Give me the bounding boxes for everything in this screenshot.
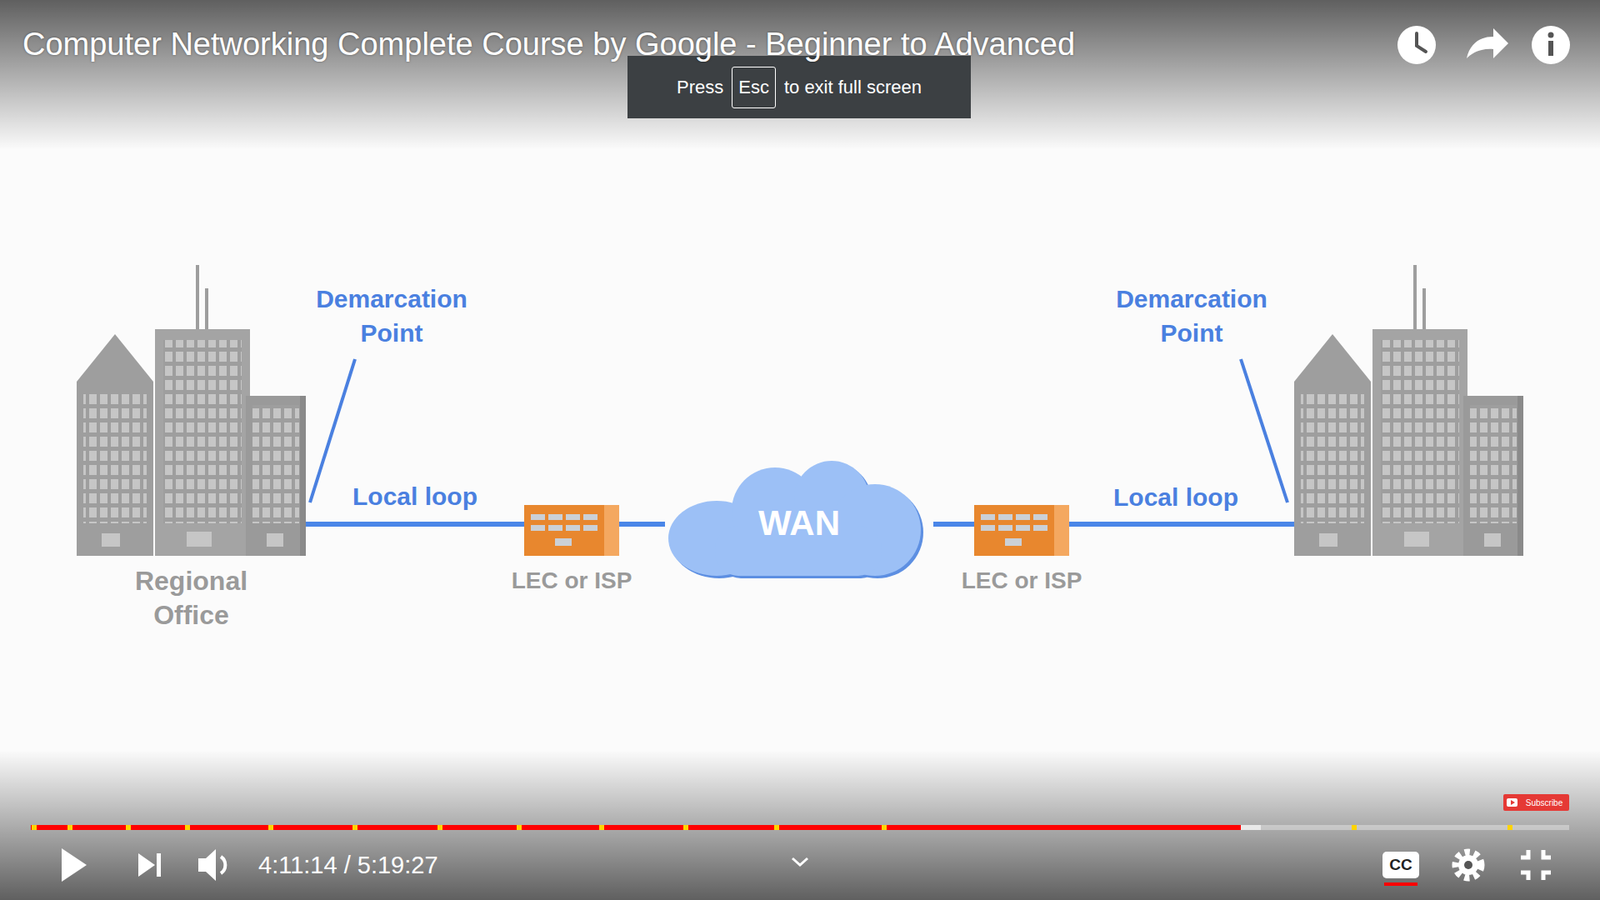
cc-underline	[1384, 882, 1418, 886]
cc-text: CC	[1389, 855, 1412, 875]
video-title: Computer Networking Complete Course by G…	[22, 25, 1323, 64]
toast-text: to exit full screen	[784, 76, 922, 99]
watch-later-icon	[1397, 25, 1436, 65]
demarcation-label: Demarcation Point	[291, 281, 492, 350]
lec-box-shape	[974, 505, 1070, 556]
info-icon	[1531, 25, 1570, 65]
node-label: LEC or ISP	[938, 566, 1105, 595]
building-illustration	[1294, 265, 1524, 556]
lec-box-shape	[524, 505, 620, 556]
node-label: Regional Office	[116, 564, 267, 633]
buffer-bar	[1240, 825, 1261, 830]
exit-fullscreen-icon	[1520, 850, 1551, 880]
lec-box: LEC or ISP	[524, 505, 620, 556]
key-cap: Esc	[731, 66, 776, 109]
demarcation-label: Demarcation Point	[1091, 281, 1292, 350]
chevron-icon	[792, 858, 808, 865]
leader-line	[310, 359, 355, 503]
next-icon	[138, 853, 155, 877]
leader-line	[1240, 359, 1288, 503]
link-line	[933, 524, 975, 525]
cc-button	[1382, 851, 1420, 879]
link-label: Local loop	[1092, 481, 1260, 514]
node-label: WAN	[665, 459, 934, 545]
subscribe-watermark	[1503, 794, 1570, 811]
office-building-shape	[76, 265, 306, 556]
link-line	[305, 524, 525, 525]
wan-cloud: WAN	[665, 459, 934, 580]
link-label: Local loop	[315, 480, 515, 513]
settings-icon	[1455, 852, 1481, 878]
progress-track	[30, 825, 1570, 830]
chapter-markers	[31, 825, 1513, 830]
link-line	[619, 524, 665, 525]
toast-text: Press	[676, 76, 724, 99]
play-icon	[61, 848, 87, 882]
local-loop-line	[1069, 521, 1295, 527]
office-building: Regional Office	[76, 265, 306, 556]
volume-icon	[198, 849, 216, 881]
time-display: 4:11:14 / 5:19:27	[258, 850, 439, 880]
node-label: LEC or ISP	[488, 566, 655, 595]
progress-played	[30, 825, 1241, 830]
subscribe-text: Subscribe	[1525, 798, 1563, 808]
fullscreen-toast: Press Esc to exit full screen	[627, 55, 971, 119]
lec-box: LEC or ISP	[974, 505, 1070, 556]
share-icon	[1466, 28, 1509, 59]
